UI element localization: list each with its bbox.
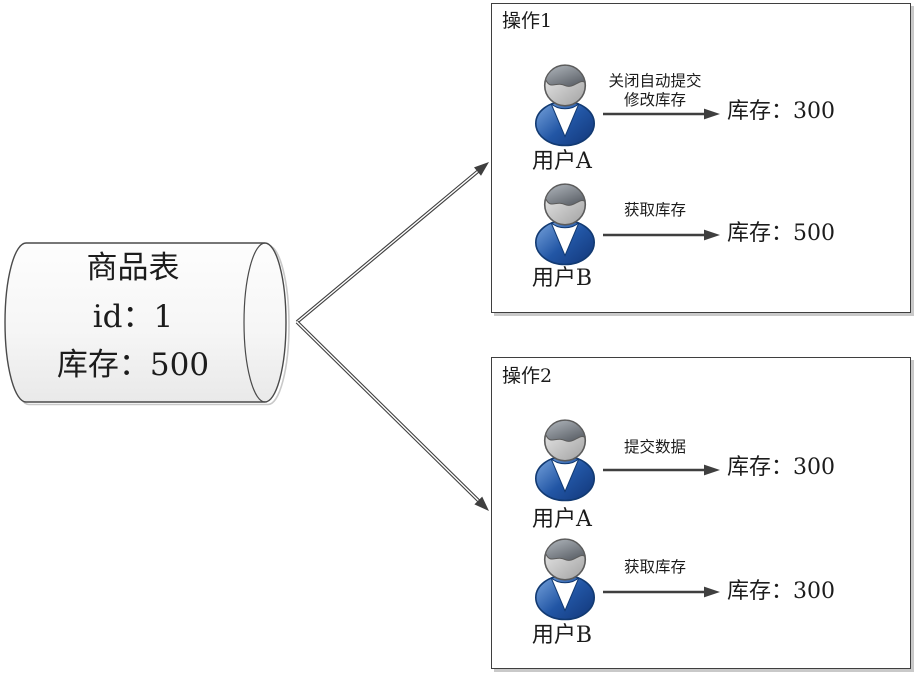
op2-user-b-result: 库存：300: [727, 579, 835, 604]
op2-user-b-action-label: 获取库存: [623, 558, 686, 576]
op1-user-a-label: 用户A: [532, 149, 592, 174]
user-b-icon-op1: [534, 183, 596, 266]
db-id-line: id：1: [92, 298, 174, 335]
op1-user-b-action-label: 获取库存: [623, 201, 686, 219]
arrow-op2-user-b: [603, 586, 720, 598]
db-stock-line: 库存：500: [56, 347, 210, 383]
arrow-op1-user-b: [603, 229, 720, 241]
arrow-op2-user-a: [603, 464, 720, 476]
op1-user-b-label: 用户B: [531, 266, 593, 291]
op1-user-a-action-label: 关闭自动提交 修改库存: [563, 72, 747, 109]
arrow-op1-user-a: [603, 108, 720, 120]
op1-user-b-result: 库存：500: [727, 221, 835, 246]
op1-user-a-action-line1: 关闭自动提交: [608, 72, 702, 90]
arrow-db-to-operation1: [295, 162, 489, 324]
db-table-name: 商品表: [86, 250, 180, 286]
op2-user-a-label: 用户A: [532, 507, 592, 532]
operation1-title: 操作1: [502, 10, 553, 32]
op2-user-a-result: 库存：300: [727, 455, 835, 480]
user-a-icon-op2: [534, 419, 596, 502]
database-label: 商品表 id：1 库存：500: [30, 244, 236, 390]
op1-user-a-result: 库存：300: [727, 99, 835, 124]
operation2-title: 操作2: [502, 365, 553, 387]
op1-user-a-action-line2: 修改库存: [623, 90, 686, 109]
arrow-db-to-operation2: [295, 320, 489, 511]
database-cylinder-shape: [4, 242, 290, 406]
op2-user-a-action-label: 提交数据: [623, 438, 686, 456]
op2-user-b-label: 用户B: [531, 623, 593, 648]
user-b-icon-op2: [534, 538, 596, 621]
